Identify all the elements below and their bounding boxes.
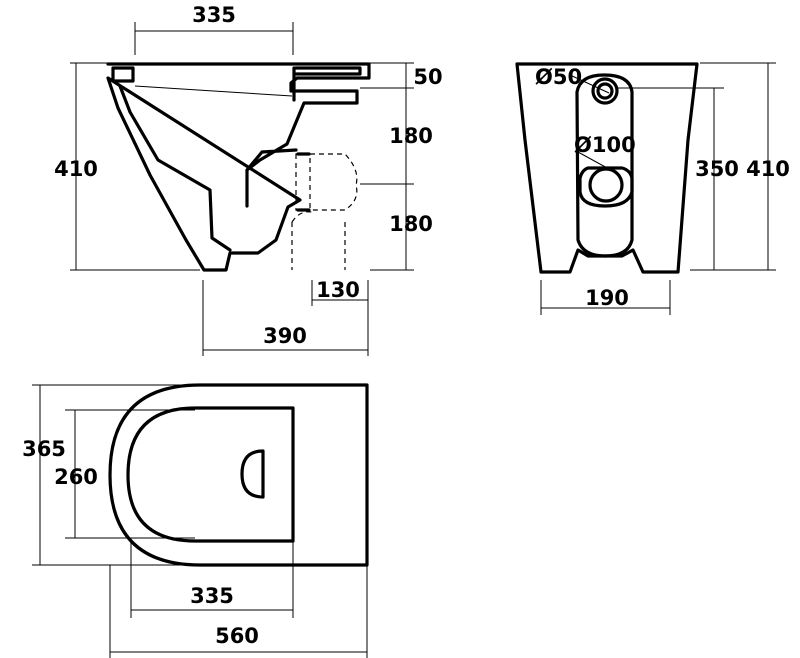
rear-height-total-label: 410	[746, 157, 790, 181]
rear-base-width-label: 190	[585, 286, 629, 310]
side-outlet-lower-label: 180	[389, 212, 433, 236]
top-length-total-label: 560	[215, 624, 259, 648]
side-width-top-label: 335	[192, 3, 236, 27]
top-width-inner-label: 260	[54, 465, 98, 489]
side-height-total-label: 410	[54, 157, 98, 181]
side-outlet-depth-label: 130	[316, 278, 360, 302]
top-length-inner-label: 335	[190, 584, 234, 608]
top-width-total-label: 365	[22, 437, 66, 461]
side-rim-height-label: 50	[413, 65, 442, 89]
rear-view: Ø50 Ø100 350 410 190	[515, 62, 790, 315]
side-depth-total-label: 390	[263, 324, 307, 348]
top-view: 365 260 335 560	[22, 383, 369, 658]
rear-diameter-small-label: Ø50	[535, 65, 582, 89]
side-view: 335 410 50 180 180 130 390	[54, 3, 443, 356]
rear-diameter-large-label: Ø100	[574, 133, 636, 157]
side-outlet-upper-label: 180	[389, 124, 433, 148]
rear-height-outlet-label: 350	[695, 157, 739, 181]
